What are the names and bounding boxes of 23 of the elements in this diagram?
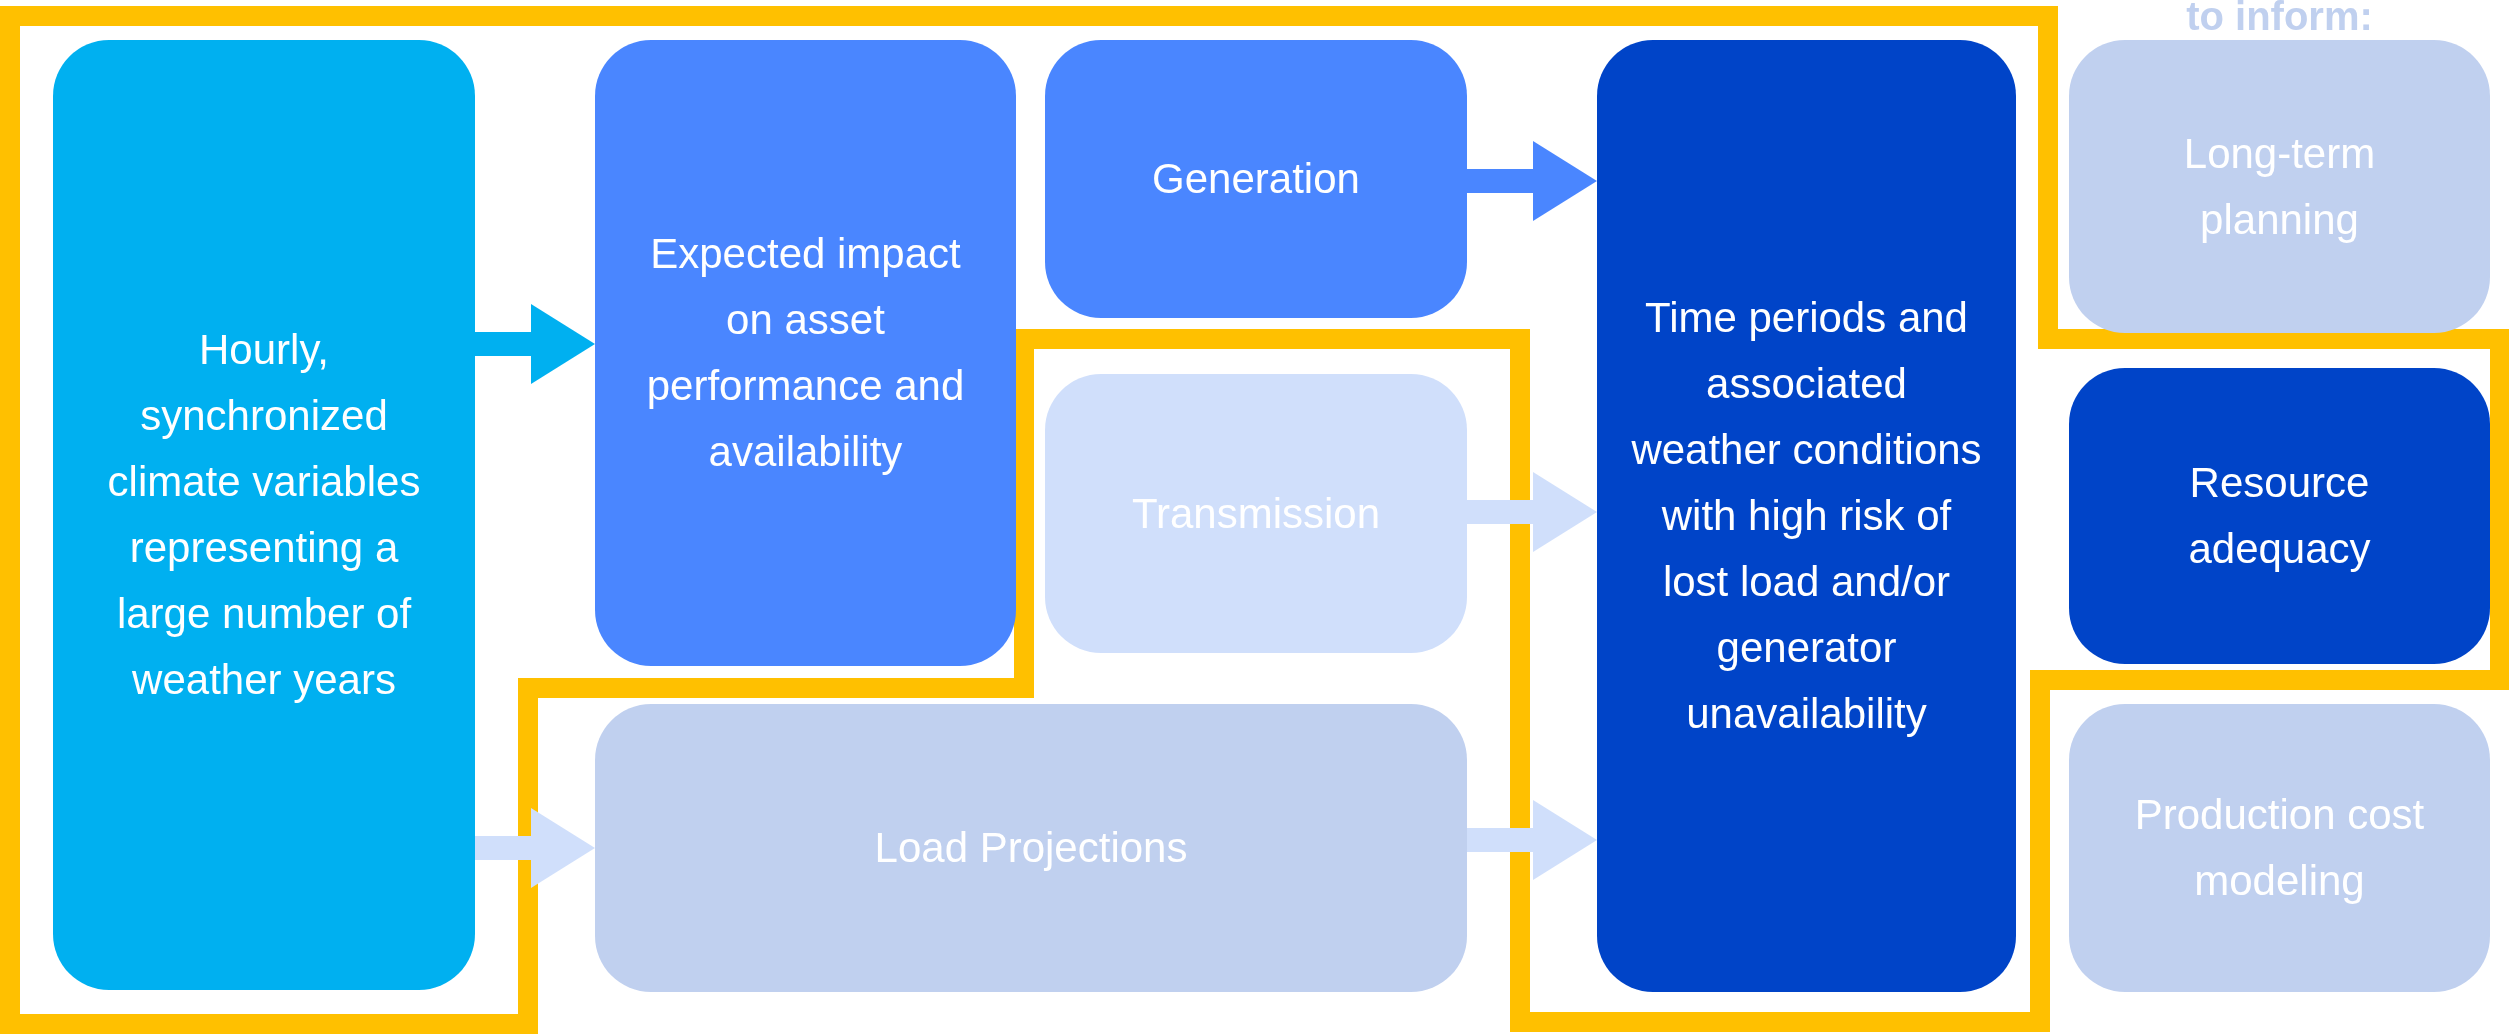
box-text: Hourly, synchronized climate variables representing a large number of weather years — [106, 325, 422, 705]
arrow — [475, 808, 595, 888]
arrow — [1467, 141, 1597, 221]
process-box — [53, 40, 475, 990]
process-box — [1597, 40, 2016, 992]
box-text: Long-term planning — [2182, 128, 2377, 245]
process-box — [2069, 368, 2490, 664]
process-box — [1045, 40, 1467, 318]
box-text: Resource adequacy — [2187, 458, 2372, 574]
arrow — [475, 304, 595, 384]
process-box — [595, 40, 1016, 666]
process-box — [2069, 704, 2490, 992]
box-text: Time periods and associated weather conditions with high risk of lost load and/or generator unavailability — [1630, 293, 1983, 739]
process-box — [595, 704, 1467, 992]
box-text: Expected impact on asset performance and availability — [645, 229, 966, 477]
box-text: Load Projections — [874, 823, 1188, 873]
arrow — [1467, 800, 1597, 880]
box-text: Generation — [1152, 154, 1360, 204]
arrow — [1467, 472, 1597, 552]
process-box — [2069, 40, 2490, 333]
section-heading: to inform: — [2185, 0, 2374, 38]
box-text: Production cost modeling — [2133, 790, 2426, 906]
process-box — [1045, 374, 1467, 653]
